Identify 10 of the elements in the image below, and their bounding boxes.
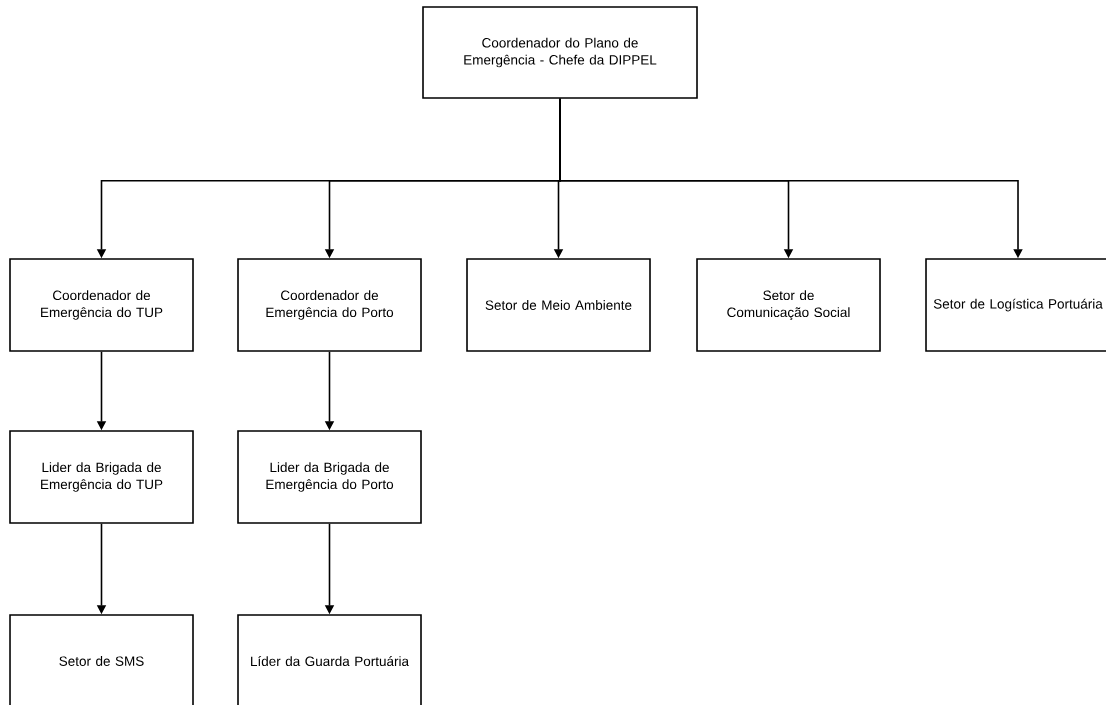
org-box: Coordenador do Plano de Emergência - Chefe da DIPPEL xyxy=(422,6,698,99)
org-box: Líder da Guarda Portuária xyxy=(237,614,422,705)
org-box: Lider da Brigada de Emergência do Porto xyxy=(237,430,422,524)
org-box: Setor de Meio Ambiente xyxy=(466,258,651,352)
org-box: Coordenador de Emergência do Porto xyxy=(237,258,422,352)
org-box: Setor de Logística Portuária xyxy=(925,258,1106,352)
org-box: Coordenador de Emergência do TUP xyxy=(9,258,194,352)
org-box: Lider da Brigada de Emergência do TUP xyxy=(9,430,194,524)
org-box: Setor de SMS xyxy=(9,614,194,705)
org-box: Setor de Comunicação Social xyxy=(696,258,881,352)
